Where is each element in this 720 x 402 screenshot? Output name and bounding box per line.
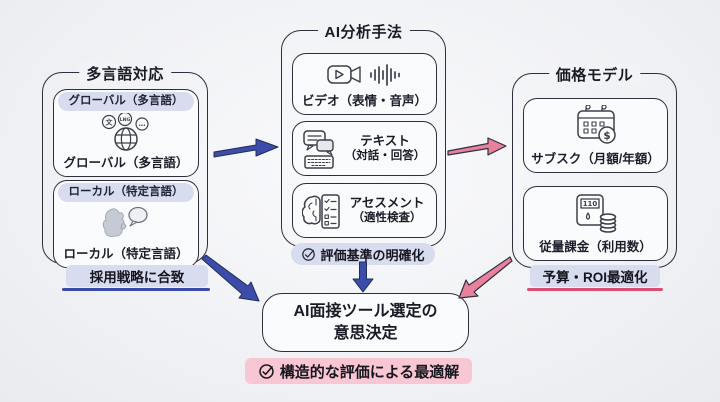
arrow-center-to-right (447, 137, 507, 156)
assessment-card-label-line2: （適性検査） (352, 212, 422, 225)
check-circle-icon (302, 247, 316, 261)
meter-coins-icon: 110 (524, 193, 667, 235)
center-caption: 評価基準の明確化 (291, 243, 435, 265)
text-card-label-line1: テキスト (360, 133, 410, 148)
assessment-card: アセスメント （適性検査） (292, 183, 437, 238)
pricing-panel: 価格モデル $ サブスク（月額/年額） (512, 64, 677, 268)
left-caption-underline (62, 288, 210, 291)
payperuse-card-label: 従量課金（利用数） (539, 240, 652, 254)
svg-text:…: … (139, 120, 146, 128)
subscription-card-label: サブスク（月額/年額） (531, 152, 660, 166)
arrow-right-to-decision (458, 256, 513, 299)
map-speech-icon (54, 206, 198, 242)
conclusion-badge: 構造的な評価による最適解 (245, 358, 472, 384)
check-circle-icon (258, 363, 274, 379)
text-card-label-line2: （対話・回答） (344, 150, 426, 163)
video-camera-icon (326, 65, 361, 84)
chat-keyboard-icon (302, 129, 338, 169)
svg-text:文: 文 (106, 118, 114, 127)
global-card-label: グローバル（多言語） (63, 156, 189, 170)
arrow-left-to-decision (201, 254, 260, 302)
text-card: テキスト （対話・回答） (292, 121, 437, 176)
video-card: ビデオ（表情・音声） (292, 53, 437, 115)
ai-methods-panel-title: AI分析手法 (317, 21, 410, 42)
calendar-dollar-icon: $ (524, 105, 667, 147)
decision-line1: AI面接ツール選定の (293, 302, 438, 320)
brain-checklist-icon (302, 191, 342, 231)
arrow-center-to-decision (352, 261, 374, 293)
local-card: ローカル（特定言語） ローカル（特定言語） (53, 180, 199, 268)
multilingual-panel-title: 多言語対応 (79, 63, 171, 84)
local-card-label: ローカル（特定言語） (63, 247, 189, 261)
subscription-card: $ サブスク（月額/年額） (523, 98, 668, 173)
svg-text:110: 110 (582, 200, 597, 208)
globe-languages-icon: 文 LNG … (54, 113, 198, 151)
decision-line2: 意思決定 (333, 324, 398, 342)
multilingual-panel: 多言語対応 グローバル（多言語） 文 LNG … グローバル（多言語） (42, 63, 208, 268)
right-caption-underline (527, 288, 663, 291)
payperuse-card: 110 従量課金（利用数） (523, 186, 668, 261)
left-caption: 採用戦略に合致 (66, 265, 208, 287)
waveform-icon (369, 64, 400, 86)
local-card-badge: ローカル（特定言語） (58, 183, 194, 202)
svg-text:LNG: LNG (120, 117, 131, 123)
decision-box: AI面接ツール選定の 意思決定 (262, 293, 469, 352)
center-caption-text: 評価基準の明確化 (320, 247, 425, 263)
conclusion-text: 構造的な評価による最適解 (279, 363, 460, 381)
assessment-card-label-line1: アセスメント (349, 195, 425, 210)
right-caption: 予算・ROI最適化 (530, 265, 660, 287)
arrow-left-to-center (213, 138, 279, 158)
svg-text:$: $ (603, 130, 610, 142)
global-card-badge: グローバル（多言語） (58, 92, 194, 111)
global-card: グローバル（多言語） 文 LNG … グローバル（多言語） (53, 89, 199, 177)
pricing-panel-title: 価格モデル (548, 64, 641, 85)
video-card-label: ビデオ（表情・音声） (301, 94, 427, 108)
ai-methods-panel: AI分析手法 ビデオ（表情・音声） (281, 21, 446, 247)
